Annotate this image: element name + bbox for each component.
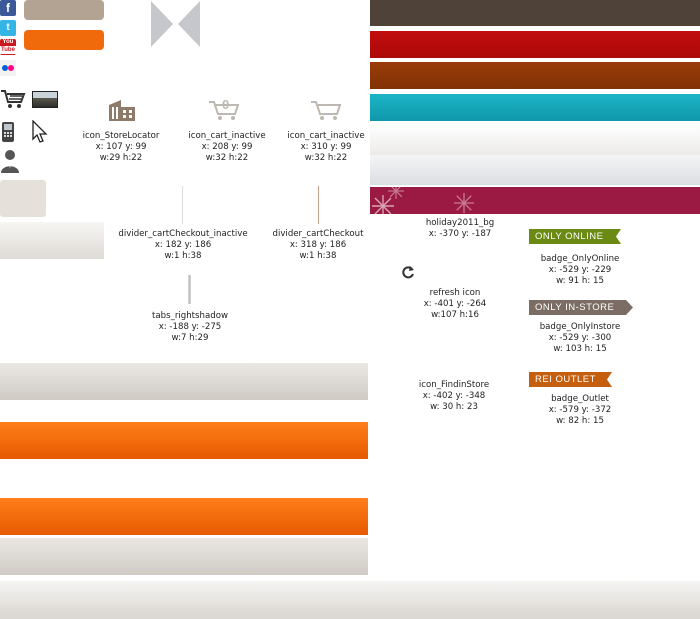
orange-gradient-bar-1[interactable] bbox=[0, 422, 368, 459]
sprite-pos: x: 182 y: 186 bbox=[154, 240, 212, 250]
beige-tile bbox=[0, 180, 46, 217]
cursor-arrow-icon bbox=[32, 120, 48, 143]
tabs-right-shadow bbox=[188, 275, 191, 304]
cart-icon[interactable] bbox=[0, 89, 26, 109]
sprite-label-divider: divider_cartCheckout x: 318 y: 186 w:1 h… bbox=[264, 229, 372, 262]
sprite-size: w:32 h:22 bbox=[205, 153, 249, 163]
sprite-size: w:107 h:16 bbox=[431, 310, 479, 320]
refresh-icon[interactable] bbox=[401, 264, 415, 280]
sprite-label-cart-inactive-2: icon_cart_inactive x: 310 y: 99 w:32 h:2… bbox=[274, 131, 378, 164]
sprite-size: w:7 h:29 bbox=[171, 333, 209, 343]
badge-text: ONLY IN-STORE bbox=[535, 302, 615, 313]
flickr-icon[interactable] bbox=[0, 60, 16, 76]
sprite-name: divider_cartCheckout_inactive bbox=[118, 229, 248, 239]
sprite-label-cart-inactive-1: icon_cart_inactive x: 208 y: 99 w:32 h:2… bbox=[175, 131, 279, 164]
badge-notch bbox=[626, 300, 633, 315]
teal-bar bbox=[370, 94, 700, 121]
orange-pill-button[interactable] bbox=[24, 30, 104, 50]
facebook-icon[interactable]: f bbox=[0, 0, 16, 16]
sprite-name: icon_cart_inactive bbox=[287, 131, 365, 141]
cart-inactive-icon-2 bbox=[311, 101, 342, 120]
youtube-icon-bottom: Tube bbox=[0, 46, 16, 54]
sprite-name: icon_cart_inactive bbox=[188, 131, 266, 141]
silver-gradient-bar bbox=[370, 155, 700, 185]
badge-rei-outlet: REI OUTLET bbox=[529, 372, 605, 387]
sprite-name: badge_OnlyOnline bbox=[540, 254, 620, 264]
user-avatar-icon bbox=[1, 150, 19, 173]
bowtie-icon bbox=[151, 1, 200, 47]
sprite-pos: x: -402 y: -348 bbox=[422, 391, 486, 401]
sprite-size: w: 30 h: 23 bbox=[430, 402, 478, 412]
sprite-name: refresh icon bbox=[429, 288, 481, 298]
brown-bar bbox=[370, 0, 700, 26]
sprite-label-tabs-shadow: tabs_rightshadow x: -188 y: -275 w:7 h:2… bbox=[130, 311, 250, 344]
sprite-size: w:1 h:38 bbox=[164, 251, 202, 261]
youtube-icon[interactable]: You Tube bbox=[0, 39, 16, 55]
red-bar bbox=[370, 31, 700, 58]
sprite-pos: x: -529 y: -300 bbox=[548, 333, 612, 343]
sprite-pos: x: -579 y: -372 bbox=[548, 405, 612, 415]
youtube-icon-top: You bbox=[2, 39, 14, 45]
badge-only-online: ONLY ONLINE bbox=[529, 229, 614, 244]
sprite-size: w: 103 h: 15 bbox=[553, 344, 607, 354]
sprite-label-badge-online: badge_OnlyOnline x: -529 y: -229 w: 91 h… bbox=[520, 254, 640, 287]
sprite-label-refresh: refresh icon x: -401 y: -264 w:107 h:16 bbox=[395, 288, 515, 321]
sprite-pos: x: 310 y: 99 bbox=[300, 142, 352, 152]
sprite-pos: x: 208 y: 99 bbox=[201, 142, 253, 152]
sprite-label-storelocator: icon_StoreLocator x: 107 y: 99 w:29 h:22 bbox=[71, 131, 171, 164]
badge-notch bbox=[605, 372, 612, 387]
sprite-size: w: 82 h: 15 bbox=[556, 416, 604, 426]
snowflake-icon bbox=[388, 187, 404, 199]
sprite-size: w:1 h:38 bbox=[299, 251, 337, 261]
sprite-label-holiday: holiday2011_bg x: -370 y: -187 bbox=[400, 218, 520, 240]
sprite-pos: x: 318 y: 186 bbox=[289, 240, 347, 250]
sprite-name: divider_cartCheckout bbox=[272, 229, 364, 239]
cart-count-badge: 0 bbox=[222, 97, 230, 112]
holiday-banner bbox=[370, 187, 700, 214]
white-gradient-bar bbox=[370, 125, 700, 155]
cart-inactive-icon bbox=[209, 101, 240, 120]
sprite-name: badge_OnlyInstore bbox=[539, 322, 621, 332]
sprite-name: tabs_rightshadow bbox=[152, 311, 228, 321]
sprite-name: holiday2011_bg bbox=[425, 218, 495, 228]
sprite-pos: x: -529 y: -229 bbox=[548, 265, 612, 275]
sprite-label-findinstore: icon_FindinStore x: -402 y: -348 w: 30 h… bbox=[394, 380, 514, 413]
divider-cart-checkout bbox=[318, 186, 319, 224]
tan-pill-button[interactable] bbox=[24, 0, 104, 20]
badge-text: ONLY ONLINE bbox=[535, 231, 604, 242]
gray-gradient-bar-wide[interactable] bbox=[0, 581, 700, 619]
twitter-icon[interactable]: t bbox=[0, 20, 16, 36]
sprite-size: w:29 h:22 bbox=[99, 153, 143, 163]
light-gradient-tab[interactable] bbox=[0, 222, 104, 259]
sprite-pos: x: -188 y: -275 bbox=[158, 322, 222, 332]
sprite-size: w:32 h:22 bbox=[304, 153, 348, 163]
sprite-label-badge-instore: badge_OnlyInstore x: -529 y: -300 w: 103… bbox=[520, 322, 640, 355]
orange-gradient-bar-2[interactable] bbox=[0, 498, 368, 535]
landscape-thumbnail-icon bbox=[32, 91, 58, 108]
gray-gradient-bar-1[interactable] bbox=[0, 363, 368, 400]
sprite-name: badge_Outlet bbox=[551, 394, 609, 404]
sprite-pos: x: -401 y: -264 bbox=[423, 299, 487, 309]
sprite-name: icon_StoreLocator bbox=[82, 131, 160, 141]
sprite-pos: x: 107 y: 99 bbox=[95, 142, 147, 152]
sprite-label-badge-outlet: badge_Outlet x: -579 y: -372 w: 82 h: 15 bbox=[520, 394, 640, 427]
sprite-size: w: 91 h: 15 bbox=[556, 276, 604, 286]
badge-notch bbox=[614, 229, 621, 244]
sprite-pos: x: -370 y: -187 bbox=[428, 229, 492, 239]
mobile-phone-icon bbox=[2, 122, 14, 142]
gray-gradient-bar-2[interactable] bbox=[0, 538, 368, 575]
snowflake-icon bbox=[454, 193, 474, 213]
rust-bar bbox=[370, 62, 700, 89]
badge-text: REI OUTLET bbox=[535, 374, 596, 385]
badge-only-instore: ONLY IN-STORE bbox=[529, 300, 626, 315]
snowflake-icon bbox=[372, 195, 394, 214]
store-locator-icon bbox=[109, 100, 135, 121]
divider-cart-checkout-inactive bbox=[182, 186, 183, 224]
sprite-label-divider-inactive: divider_cartCheckout_inactive x: 182 y: … bbox=[108, 229, 258, 262]
sprite-name: icon_FindinStore bbox=[418, 380, 490, 390]
